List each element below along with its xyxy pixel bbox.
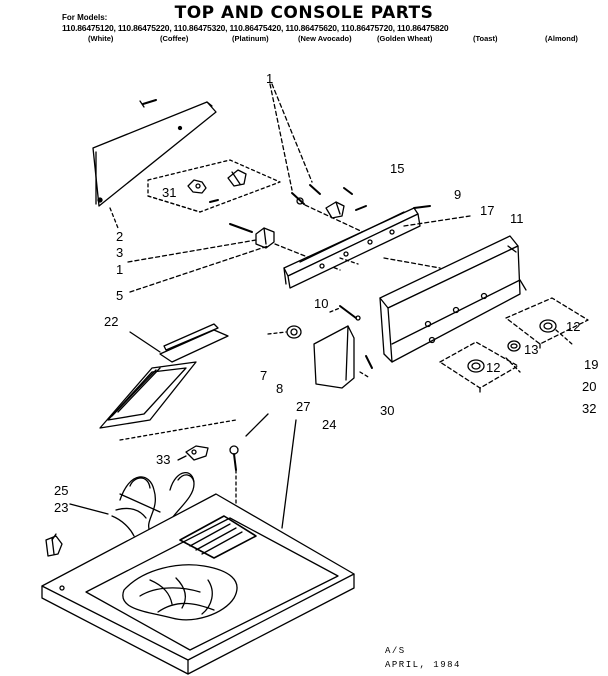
callout-10: 10 [314,296,329,311]
bracket [325,187,367,219]
model-color: (White) [88,34,114,43]
model-number: 110.86475720, [341,23,395,33]
timer-mount-outline [147,159,281,213]
rear-panel [92,101,217,207]
model-color: (Coffee) [160,34,189,43]
callout-22: 22 [104,314,119,329]
model-number: 110.86475420, [229,23,284,33]
console-rail [283,205,431,289]
callout-15: 15 [390,161,405,176]
callout-33: 33 [156,452,171,467]
switch-1 [229,223,275,249]
callout-27: 27 [296,399,311,414]
callout-25: 25 [54,483,69,498]
callout-19: 19 [584,357,599,372]
console-cover [313,325,373,389]
callout-30: 30 [380,403,395,418]
callout-24: 24 [322,417,337,432]
cloth-graphic [122,564,238,621]
knob-13 [507,340,521,352]
model-color: (New Avocado) [298,34,352,43]
callout-8: 8 [276,381,284,396]
model-color: (Golden Wheat) [377,34,433,43]
model-color: (Almond) [545,34,578,43]
model-color: (Toast) [473,34,498,43]
callout-12-low: 12 [486,360,501,375]
callout-1-top: 1 [266,71,274,86]
leader-lines-rail [383,215,471,269]
screw [309,184,321,195]
leader-lines [51,413,297,541]
model-number: 110.86475320, [173,23,228,33]
callout-13: 13 [524,342,539,357]
timer-switch-31 [187,169,247,203]
for-models-label: For Models: [62,13,108,22]
model-number: 110.86475120, [62,23,116,33]
callout-31: 31 [162,185,177,200]
lint-filter [99,361,197,429]
callout-5: 5 [116,288,124,303]
screw [139,99,157,108]
footer-date: APRIL, 1984 [385,660,461,670]
screw [291,192,305,205]
footer-code: A/S [385,646,406,656]
model-color: (Platinum) [232,34,269,43]
model-number: 110.86475620, [285,23,339,33]
callout-2: 2 [116,229,124,244]
callout-7: 7 [260,368,268,383]
console-panel [379,235,527,363]
plug-23 [45,535,63,557]
hinge-33 [185,445,209,461]
model-number: 110.86475820 [396,23,449,33]
knob [539,319,557,333]
callout-3: 3 [116,245,124,260]
knob [467,359,485,373]
callout-20: 20 [582,379,597,394]
callout-9: 9 [454,187,462,202]
callout-11: 11 [510,211,524,226]
page-title: TOP AND CONSOLE PARTS [174,3,434,23]
wiring-harness [111,472,195,543]
callout-23: 23 [54,500,69,515]
knob-outline [439,297,589,393]
callout-17: 17 [480,203,495,218]
callout-1-left: 1 [116,262,124,277]
callout-32: 32 [582,401,597,416]
callout-12-right: 12 [566,319,581,334]
model-numbers: 110.86475120, 110.86475220, 110.86475320… [62,23,449,33]
screw-10 [339,305,361,321]
knob-7 [286,325,302,339]
screw-27 [229,445,239,471]
model-number: 110.86475220, [117,23,172,33]
lint-filter-cover [159,323,229,363]
